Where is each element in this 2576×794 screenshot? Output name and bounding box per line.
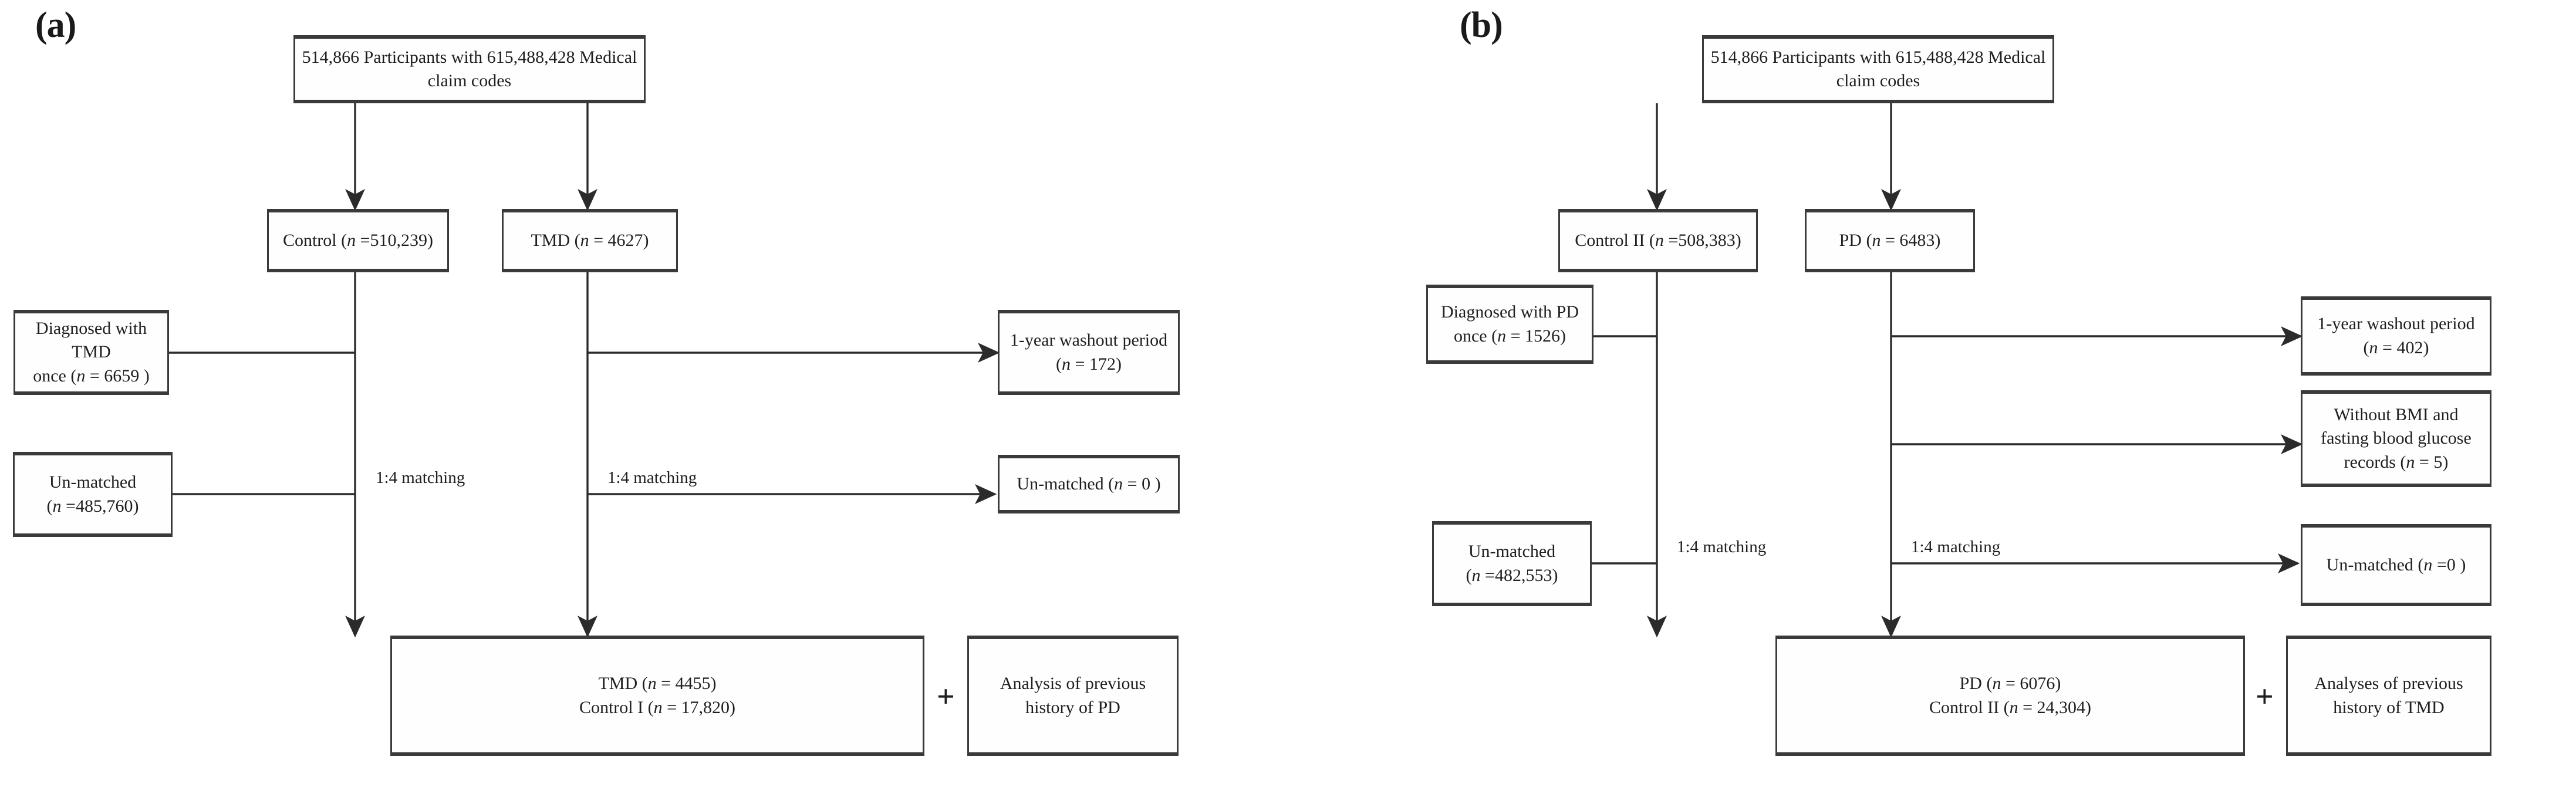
panel-a-unmatched-right-box: Un-matched (n = 0 ) [998, 455, 1180, 513]
panel-a-matching-label-left: 1:4 matching [376, 468, 465, 487]
panel-a-excluded-left-line1: Diagnosed with TMD [35, 319, 147, 362]
panel-a-analysis-line2: history of PD [1025, 697, 1120, 717]
panel-a-source-text: 514,866 Participants with 615,488,428 Me… [302, 47, 637, 90]
panel-b-final-line1: PD (n = 6076) [1959, 674, 2061, 694]
panel-a-analysis-line1: Analysis of previous [1000, 674, 1146, 694]
panel-a-final-line1: TMD (n = 4455) [598, 674, 717, 694]
panel-a-exposed-box: TMD (n = 4627) [502, 209, 678, 272]
panel-b-exposed-text: PD (n = 6483) [1839, 230, 1941, 250]
panel-a-plus-sign: + [937, 679, 955, 714]
panel-b-unmatched-right-text: Un-matched (n =0 ) [2326, 555, 2466, 575]
panel-b-bmi-line2: fasting blood glucose [2321, 428, 2472, 448]
panel-b-control-box: Control II (n =508,383) [1558, 209, 1758, 272]
panel-b-bmi-line1: Without BMI and [2334, 405, 2459, 425]
panel-b-analysis-line1: Analyses of previous [2314, 674, 2463, 694]
panel-a-control-box: Control (n =510,239) [267, 209, 449, 272]
panel-b-excluded-left-line1: Diagnosed with PD [1441, 302, 1579, 322]
panel-a-final-box: TMD (n = 4455) Control I (n = 17,820) [390, 636, 924, 756]
panel-a-unmatched-right-text: Un-matched (n = 0 ) [1017, 474, 1161, 494]
panel-a-unmatched-left-line1: Un-matched [49, 472, 137, 492]
panel-b-analysis-line2: history of TMD [2333, 697, 2445, 717]
panel-b-final-line2: Control II (n = 24,304) [1929, 697, 2092, 717]
panel-b-washout-box: 1-year washout period (n = 402) [2301, 296, 2491, 376]
panel-a-excluded-left-line2: once (n = 6659 ) [33, 366, 150, 386]
panel-b-source-box: 514,866 Participants with 615,488,428 Me… [1702, 35, 2054, 103]
panel-b-analysis-box: Analyses of previous history of TMD [2286, 636, 2491, 756]
panel-b-control-text: Control II (n =508,383) [1575, 230, 1741, 250]
panel-b-unmatched-left-line1: Un-matched [1468, 542, 1556, 562]
panel-a-control-text: Control (n =510,239) [282, 230, 434, 250]
panel-a-source-box: 514,866 Participants with 615,488,428 Me… [293, 35, 646, 103]
panel-b-matching-label-right: 1:4 matching [1911, 538, 2001, 556]
panel-b-unmatched-left-box: Un-matched (n =482,553) [1432, 521, 1592, 606]
panel-label-b: (b) [1460, 5, 1503, 45]
panel-b-excluded-left-box: Diagnosed with PD once (n = 1526) [1426, 285, 1593, 364]
panel-b-unmatched-left-line2: (n =482,553) [1466, 565, 1558, 585]
panel-label-a: (a) [35, 5, 76, 45]
panel-a-final-line2: Control I (n = 17,820) [579, 697, 736, 717]
panel-a-washout-line2: (n = 172) [1056, 354, 1122, 374]
panel-b-final-box: PD (n = 6076) Control II (n = 24,304) [1775, 636, 2245, 756]
panel-b-washout-line2: (n = 402) [2363, 337, 2429, 357]
panel-a-matching-label-right: 1:4 matching [607, 468, 697, 487]
panel-b-source-text: 514,866 Participants with 615,488,428 Me… [1710, 47, 2046, 90]
panel-b-bmi-exclusion-box: Without BMI and fasting blood glucose re… [2301, 390, 2491, 487]
panel-b-exposed-box: PD (n = 6483) [1805, 209, 1975, 272]
panel-a-unmatched-left-box: Un-matched (n =485,760) [13, 452, 173, 537]
panel-b-bmi-line3: records (n = 5) [2344, 452, 2449, 472]
panel-a-excluded-left-box: Diagnosed with TMD once (n = 6659 ) [13, 310, 169, 395]
panel-b-plus-sign: + [2256, 679, 2274, 714]
panel-a-washout-box: 1-year washout period (n = 172) [998, 310, 1180, 395]
panel-a-analysis-box: Analysis of previous history of PD [967, 636, 1179, 756]
panel-a-washout-line1: 1-year washout period [1010, 330, 1168, 350]
panel-a-exposed-text: TMD (n = 4627) [531, 230, 649, 250]
panel-b-excluded-left-line2: once (n = 1526) [1453, 326, 1566, 346]
panel-b-unmatched-right-box: Un-matched (n =0 ) [2301, 524, 2491, 606]
panel-b-washout-line1: 1-year washout period [2317, 314, 2475, 334]
panel-b-matching-label-left: 1:4 matching [1677, 538, 1767, 556]
panel-a-unmatched-left-line2: (n =485,760) [46, 496, 139, 516]
